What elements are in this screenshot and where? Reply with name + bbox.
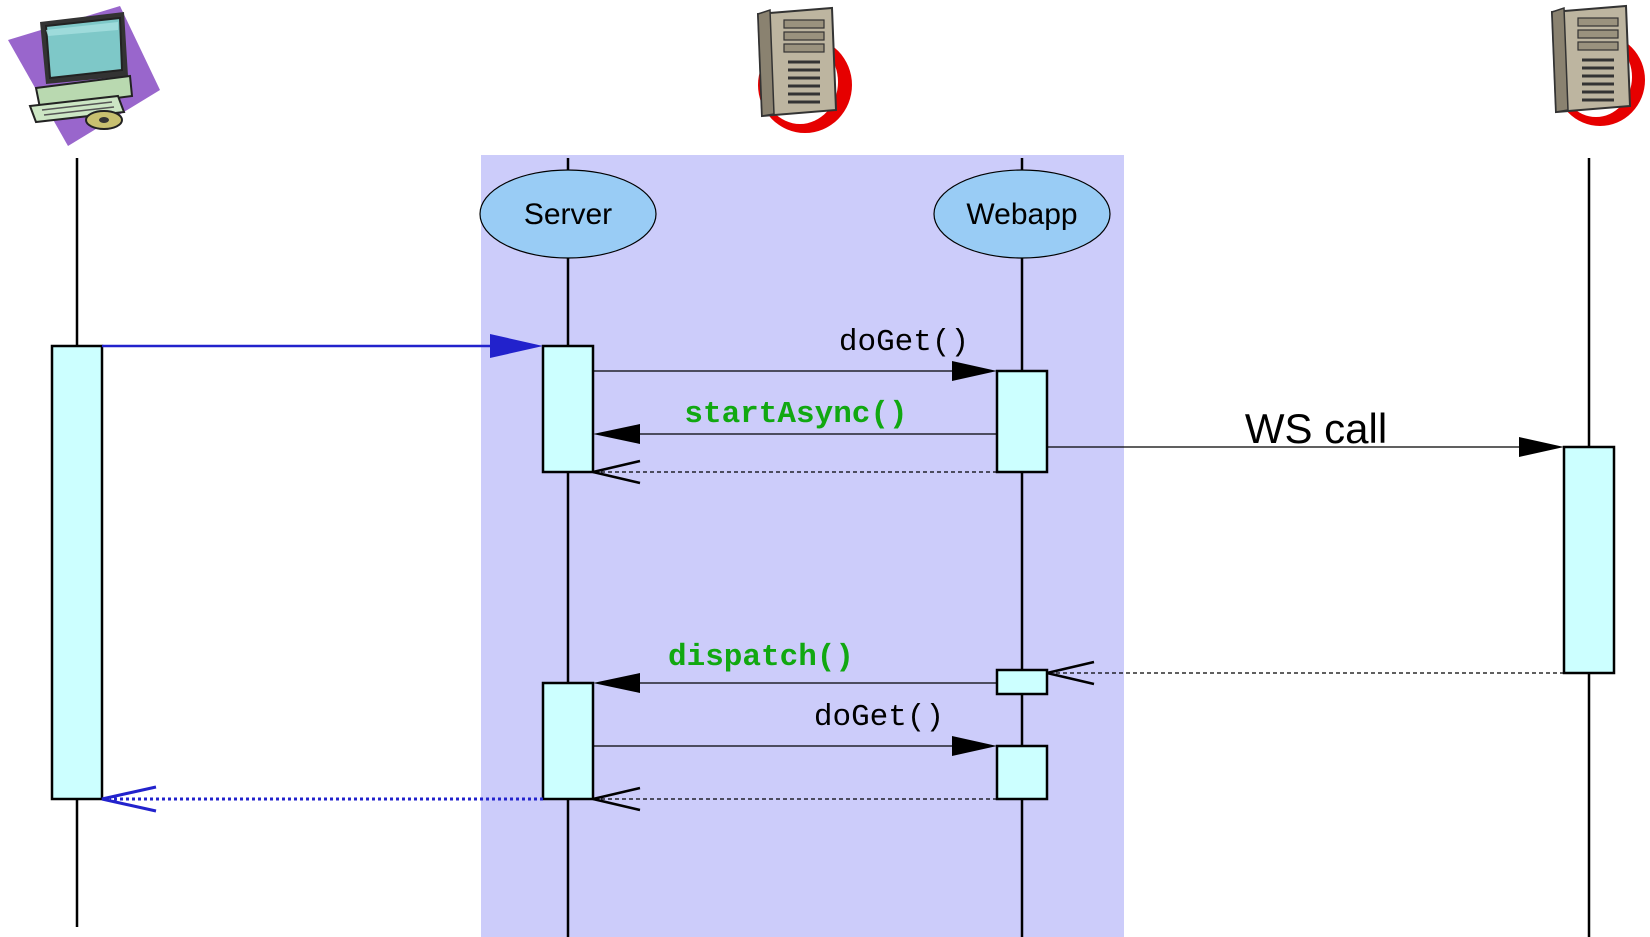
webapp-activation-1 — [995, 369, 1049, 474]
start-async-label: startAsync() — [684, 397, 907, 432]
client-activation — [50, 344, 104, 801]
server-label: Server — [524, 198, 612, 231]
remote-activation — [1562, 445, 1616, 675]
container-box — [481, 155, 1124, 937]
webapp-activation-3 — [995, 744, 1049, 801]
desktop-computer-icon — [8, 6, 160, 146]
remote-server-icon — [1550, 4, 1645, 126]
doget-label-2: doGet() — [814, 700, 944, 735]
server-participant: Server — [479, 169, 657, 259]
remote-return-message — [1046, 660, 1564, 686]
ws-call-label: WS call — [1245, 405, 1387, 452]
doget-message-1 — [593, 361, 997, 381]
ws-call-message — [1047, 437, 1564, 457]
server-activation-1 — [541, 344, 595, 474]
server-activation-2 — [541, 681, 595, 801]
doget-label-1: doGet() — [839, 325, 969, 360]
dispatch-message — [593, 673, 997, 693]
tower-server-icon — [756, 6, 852, 133]
doget-message-2 — [593, 736, 997, 756]
start-async-message — [593, 424, 997, 444]
dispatch-label: dispatch() — [668, 640, 854, 675]
webapp-activation-2 — [995, 668, 1049, 696]
client-response-arrow — [101, 785, 543, 813]
webapp-participant: Webapp — [933, 169, 1111, 259]
client-request-arrow — [102, 334, 543, 358]
return-to-server-2 — [592, 786, 997, 812]
webapp-label: Webapp — [966, 198, 1077, 231]
return-to-server-1 — [592, 459, 997, 485]
